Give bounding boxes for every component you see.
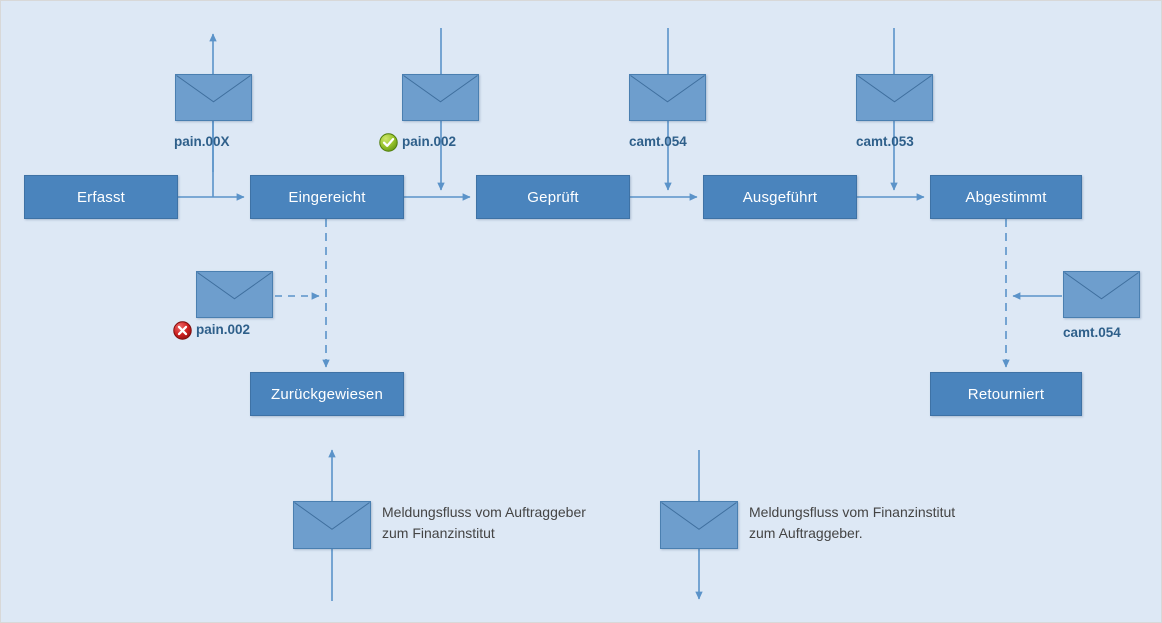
message-label-pain002-ok: pain.002 <box>402 134 456 149</box>
message-label-pain002-error: pain.002 <box>196 322 250 337</box>
state-label: Retourniert <box>967 385 1045 403</box>
envelope-flap <box>661 502 737 530</box>
legend-line-1: Meldungsfluss vom Auftraggeber <box>382 504 586 520</box>
legend-text-inbound: Meldungsfluss vom Finanzinstitut zum Auf… <box>749 502 955 543</box>
envelope-flap <box>857 75 932 103</box>
envelope-icon-camt053[interactable] <box>856 74 933 121</box>
message-label-camt053: camt.053 <box>856 134 914 149</box>
message-label-camt054-top: camt.054 <box>629 134 687 149</box>
envelope-icon-camt054-retourniert[interactable] <box>1063 271 1140 318</box>
message-label-text: camt.054 <box>1063 325 1121 340</box>
envelope-icon-pain002-error[interactable] <box>196 271 273 318</box>
envelope-flap <box>630 75 705 103</box>
legend-line-1: Meldungsfluss vom Finanzinstitut <box>749 504 956 520</box>
state-box-erfasst[interactable]: Erfasst <box>24 175 178 219</box>
legend-line-2: zum Finanzinstitut <box>382 524 495 541</box>
state-box-zurueckgewiesen[interactable]: Zurückgewiesen <box>250 372 404 416</box>
message-label-text: camt.053 <box>856 134 914 149</box>
state-box-geprueft[interactable]: Geprüft <box>476 175 630 219</box>
envelope-icon-legend-inbound <box>660 501 738 549</box>
state-label: Eingereicht <box>288 188 366 206</box>
envelope-flap <box>403 75 478 103</box>
state-box-eingereicht[interactable]: Eingereicht <box>250 175 404 219</box>
message-label-text: camt.054 <box>629 134 687 149</box>
message-label-text: pain.002 <box>196 322 251 337</box>
state-box-abgestimmt[interactable]: Abgestimmt <box>930 175 1082 219</box>
state-box-ausgefuehrt[interactable]: Ausgeführt <box>703 175 857 219</box>
state-label: Abgestimmt <box>965 188 1047 206</box>
legend-text-outbound: Meldungsfluss vom Auftraggeber zum Finan… <box>382 502 586 543</box>
state-label: Geprüft <box>527 188 579 206</box>
envelope-icon-camt054-top[interactable] <box>629 74 706 121</box>
envelope-flap <box>197 272 272 300</box>
state-box-retourniert[interactable]: Retourniert <box>930 372 1082 416</box>
legend-line-2: zum Auftraggeber. <box>749 524 863 541</box>
state-label: Zurückgewiesen <box>270 385 384 403</box>
envelope-flap <box>1064 272 1139 300</box>
state-label: Erfasst <box>76 188 126 206</box>
envelope-icon-pain00x[interactable] <box>175 74 252 121</box>
message-label-text: pain.00X <box>174 134 230 149</box>
envelope-flap <box>294 502 370 530</box>
message-label-text: pain.002 <box>402 134 457 149</box>
envelope-icon-pain002-ok[interactable] <box>402 74 479 121</box>
message-label-camt054-retourniert: camt.054 <box>1063 325 1121 340</box>
state-label: Ausgeführt <box>742 188 818 206</box>
success-check-icon <box>379 133 398 152</box>
envelope-icon-legend-outbound <box>293 501 371 549</box>
envelope-flap <box>176 75 251 103</box>
message-label-pain00x: pain.00X <box>174 134 230 149</box>
error-x-icon <box>173 321 192 340</box>
